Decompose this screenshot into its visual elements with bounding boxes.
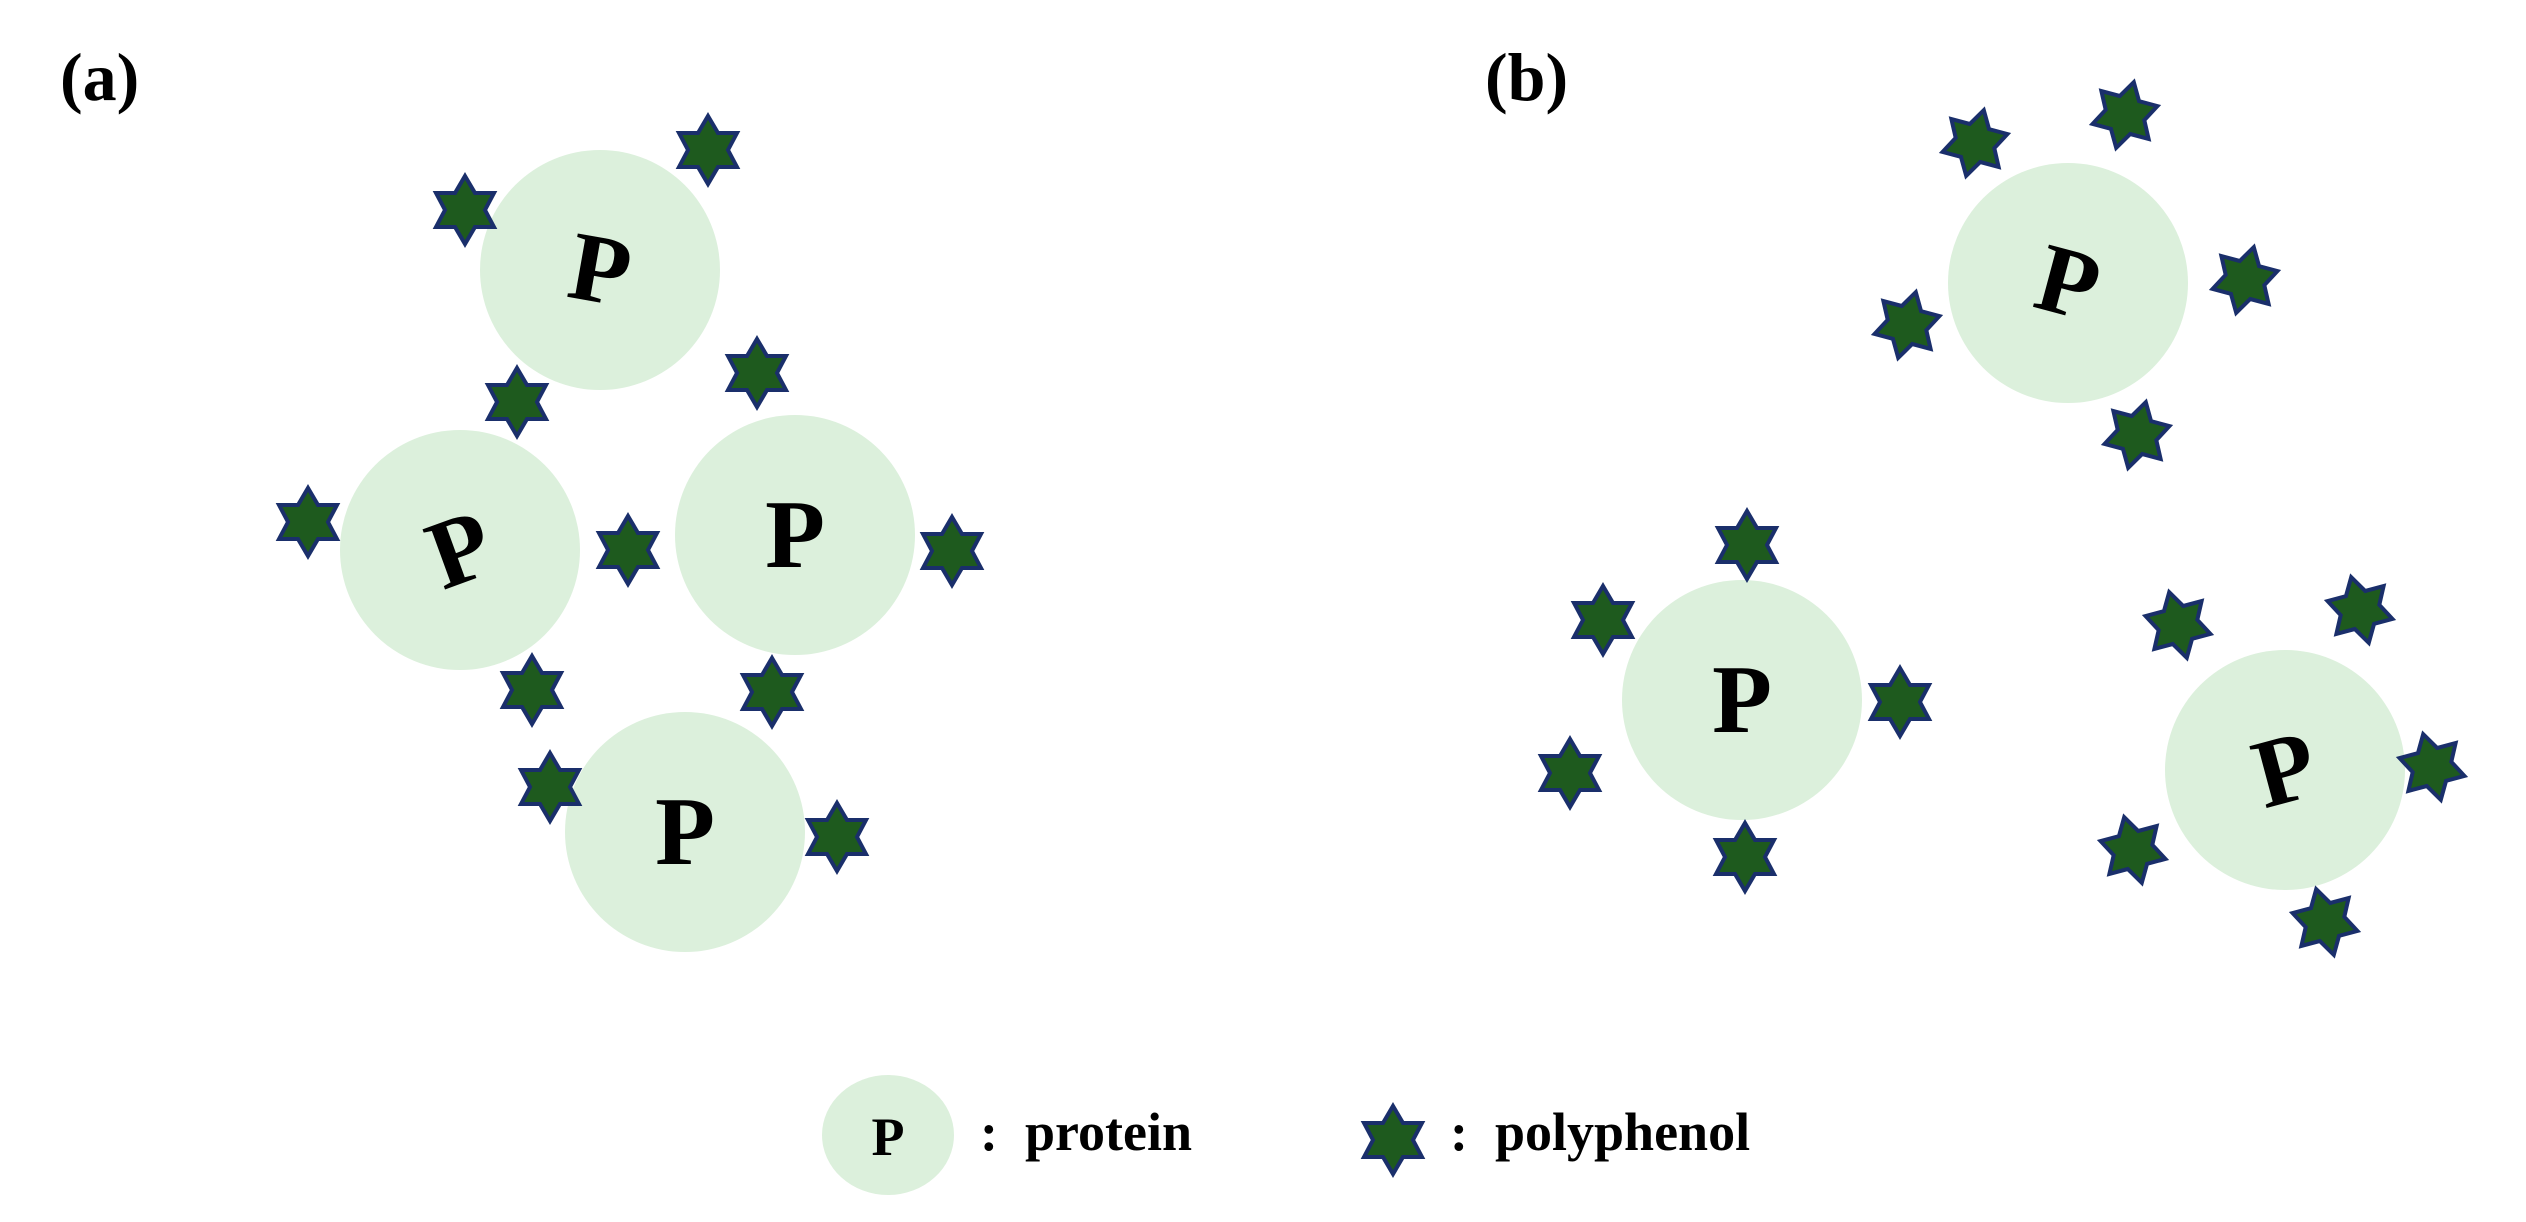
polyphenol-star — [921, 515, 983, 587]
legend: P : protein : polyphenol — [822, 1075, 1750, 1195]
polyphenol-star — [1539, 737, 1601, 809]
protein-circle — [675, 415, 915, 655]
panel-b-label: (b) — [1485, 39, 1568, 115]
polyphenol-star — [1714, 821, 1776, 893]
protein-circle — [480, 150, 720, 390]
polyphenol-star — [1869, 666, 1931, 738]
panel-a-label: (a) — [60, 39, 139, 115]
polyphenol-star — [486, 366, 548, 438]
polyphenol-star — [2321, 567, 2399, 653]
panel-b-dispersed: P P P — [1539, 72, 2471, 965]
polyphenol-star — [2094, 807, 2172, 893]
legend-protein-swatch — [822, 1075, 954, 1195]
polyphenol-star — [2286, 879, 2364, 965]
protein-circle — [340, 430, 580, 670]
legend-polyphenol-text: : polyphenol — [1450, 1102, 1750, 1162]
polyphenol-star — [806, 801, 868, 873]
protein-circle — [2165, 650, 2405, 890]
legend-polyphenol-swatch — [1362, 1104, 1424, 1176]
protein-label: P — [765, 481, 825, 589]
polyphenol-star — [1716, 509, 1778, 581]
polyphenol-star — [277, 486, 339, 558]
polyphenol-star — [677, 114, 739, 186]
polyphenol-star — [434, 174, 496, 246]
protein-label: P — [655, 778, 715, 886]
polyphenol-star — [741, 656, 803, 728]
polyphenol-star — [726, 337, 788, 409]
polyphenol-star — [1868, 282, 1946, 368]
polyphenol-star — [1936, 100, 2014, 186]
polyphenol-star — [2206, 237, 2284, 323]
polyphenol-star — [2139, 582, 2217, 668]
protein-circle — [1622, 580, 1862, 820]
polyphenol-star — [2098, 392, 2176, 478]
protein-circle — [565, 712, 805, 952]
protein-label: P — [1712, 646, 1772, 754]
polyphenol-star — [597, 514, 659, 586]
protein-circle — [1948, 163, 2188, 403]
polyphenol-star — [1572, 584, 1634, 656]
polyphenol-star — [501, 654, 563, 726]
polyphenol-star — [2086, 72, 2164, 158]
legend-protein-text: : protein — [980, 1102, 1192, 1162]
panel-a-aggregate: P P P P — [277, 114, 983, 952]
polyphenol-star — [2393, 724, 2471, 810]
legend-protein-symbol: P — [872, 1107, 905, 1167]
